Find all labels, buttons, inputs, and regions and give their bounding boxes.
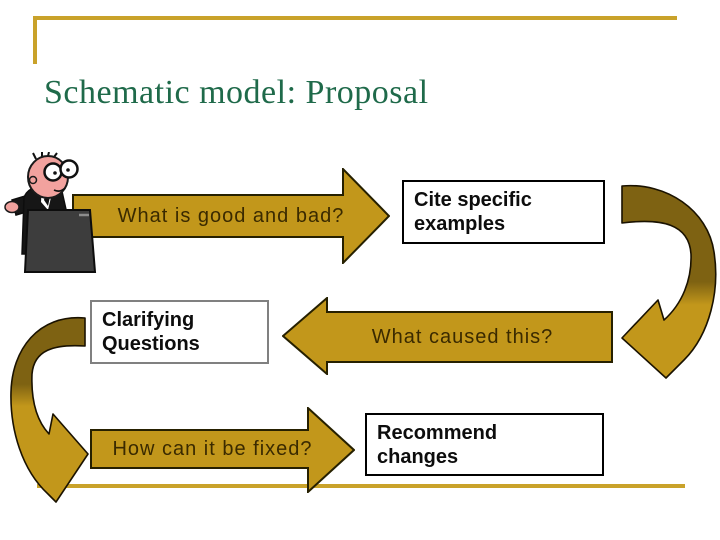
slide-title: Schematic model: Proposal — [44, 74, 429, 111]
flow-arrow-how-can-it-be-fixed: How can it be fixed? — [90, 407, 355, 493]
right-arrow-shape — [90, 407, 355, 493]
top-accent-line — [33, 16, 677, 20]
curved-arrow-right-icon — [621, 184, 717, 379]
arrow-label: How can it be fixed? — [112, 437, 313, 460]
right-arrow-shape — [72, 168, 390, 264]
flow-box-clarifying-questions: Clarifying Questions — [90, 300, 269, 364]
flow-box-recommend-changes: Recommend changes — [365, 413, 604, 476]
top-accent-line-vertical — [33, 16, 37, 64]
arrow-label: What is good and bad? — [117, 204, 345, 227]
box-label: Recommend changes — [377, 421, 498, 468]
bottom-accent-line — [37, 484, 685, 488]
box-label: Cite specific examples — [414, 189, 532, 235]
flow-box-cite-specific-examples: Cite specific examples — [402, 180, 605, 244]
arrow-label: What caused this? — [371, 325, 554, 348]
flow-arrow-what-is-good-and-bad: What is good and bad? — [72, 168, 390, 264]
presenter-clipart-icon — [4, 152, 97, 273]
box-label: Clarifying Questions — [102, 309, 200, 355]
curved-arrow-left-icon — [10, 317, 89, 503]
left-arrow-shape — [282, 297, 613, 375]
flow-arrow-what-caused-this: What caused this? — [282, 297, 613, 375]
